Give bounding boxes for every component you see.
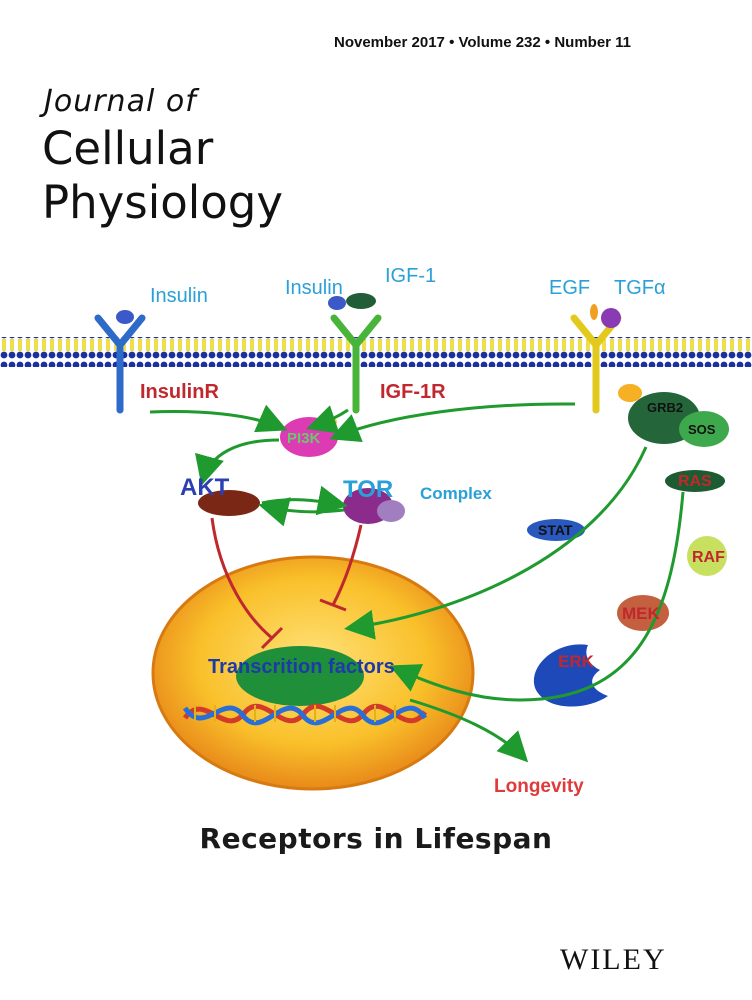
sos-node — [679, 411, 729, 447]
arrow-egfr-pi3k — [329, 402, 576, 443]
igf1-ligand — [346, 293, 376, 309]
insulinr-label: InsulinR — [140, 381, 219, 403]
egf-label: EGF — [549, 277, 590, 299]
stat-label: STAT — [538, 522, 573, 538]
arrow-grb2-nucleus — [344, 446, 648, 640]
grb2-cap — [618, 384, 642, 402]
arrow-ras-erk-tf — [389, 491, 685, 702]
raf-node — [687, 536, 727, 576]
signaling-pathway-diagram: Insulin Insulin IGF-1 EGF TGFα InsulinR … — [0, 265, 752, 797]
inhibit-akt-bar — [260, 626, 284, 650]
insulin-ligand-mid — [328, 296, 346, 310]
egf-ligand — [590, 304, 598, 320]
tor-subunit — [377, 500, 405, 522]
mek-node — [617, 595, 669, 631]
stat-node — [527, 519, 585, 541]
issue-info: November 2017 • Volume 232 • Number 11 — [334, 34, 632, 51]
arrow-insulinr-pi3k — [149, 404, 288, 433]
mek-label: MEK — [622, 604, 661, 623]
tgfa-ligand — [601, 308, 621, 328]
dna-helix — [182, 703, 428, 726]
erk-label: ERK — [558, 652, 595, 671]
transcription-label: Transcrition factors — [208, 656, 395, 678]
akt-label: AKT — [180, 474, 230, 501]
insulin-receptor — [94, 314, 146, 414]
inhibit-akt-nucleus — [210, 517, 273, 640]
journal-prefix: Journal of — [44, 84, 197, 119]
grb2-label: GRB2 — [647, 400, 683, 415]
pi3k-label: PI3K — [287, 430, 321, 447]
raf-label: RAF — [692, 549, 725, 566]
igf1-receptor — [330, 314, 382, 414]
longevity-label: Longevity — [494, 776, 584, 797]
insulin-label-left: Insulin — [150, 285, 208, 307]
journal-title-line-2: Physiology — [42, 176, 283, 229]
journal-title-line-1: Cellular — [42, 122, 214, 175]
inhibit-tor-bar — [319, 598, 347, 612]
igf1-label: IGF-1 — [385, 265, 436, 287]
ras-label: RAS — [678, 473, 712, 490]
tgfa-label: TGFα — [614, 277, 666, 299]
igf1r-label: IGF-1R — [380, 381, 446, 403]
arrow-dna-longevity — [409, 698, 529, 763]
cover-caption: Receptors in Lifespan — [199, 822, 553, 855]
erk-node — [533, 644, 608, 707]
transcription-factor-blob — [236, 646, 364, 706]
ras-node — [665, 470, 725, 492]
tor-label: TOR — [343, 476, 393, 503]
arrow-tor-akt — [258, 497, 345, 527]
akt-node — [198, 490, 260, 516]
inhibit-tor-nucleus — [331, 524, 363, 606]
arrow-akt-tor — [261, 485, 348, 516]
complex-label: Complex — [420, 484, 492, 503]
arrow-pi3k-akt — [195, 438, 280, 486]
insulin-label-mid: Insulin — [285, 277, 343, 299]
publisher-logo: WILEY — [560, 943, 667, 976]
sos-label: SOS — [688, 422, 716, 437]
insulin-ligand-left — [116, 310, 134, 324]
